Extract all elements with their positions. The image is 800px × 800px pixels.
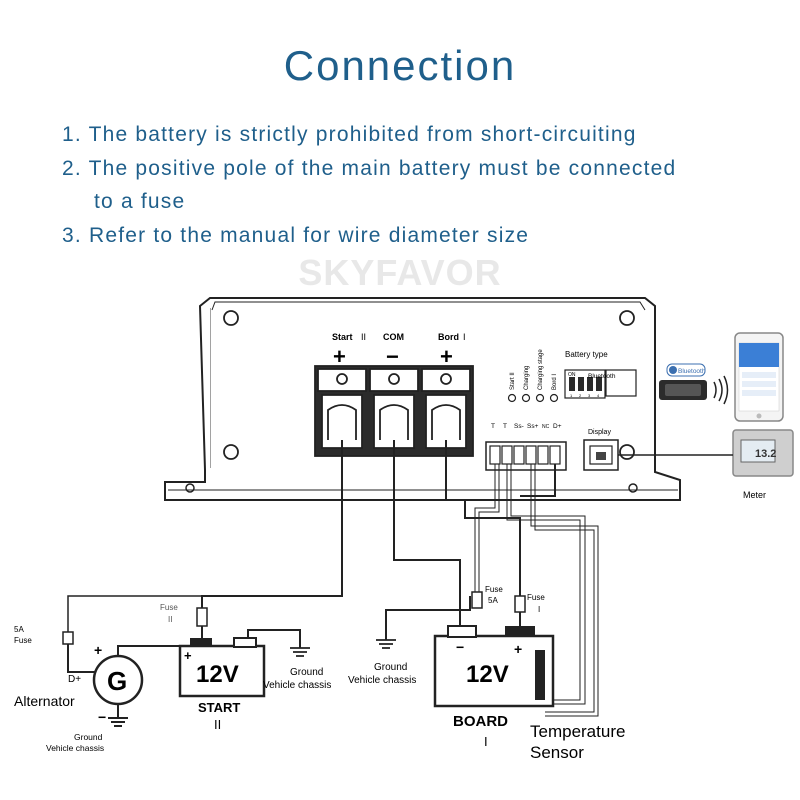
temperature-sensor-probe — [535, 650, 545, 700]
screw-icon — [223, 310, 239, 326]
note-2-continued: to a fuse — [94, 190, 186, 213]
svg-text:−: − — [456, 639, 464, 655]
led-charging-stage-label: Charging stage — [538, 349, 544, 390]
heatsink-fins — [205, 308, 215, 468]
led-start-label: Start II — [510, 372, 516, 390]
ground-symbol — [290, 647, 310, 657]
display-port-label: Display — [588, 429, 611, 436]
svg-text:NC: NC — [542, 424, 550, 430]
board-battery-numeral: I — [484, 734, 488, 749]
fuse-5a — [471, 591, 483, 609]
svg-text:Ss-: Ss- — [514, 423, 524, 430]
wires — [67, 440, 556, 673]
status-leds: Start II Charging Charging stage Bord I — [507, 349, 559, 403]
terminal-com-label: COM — [383, 332, 404, 342]
wireless-signal-icon — [713, 375, 729, 405]
led-charging-label: Charging — [524, 366, 530, 390]
fuse-alternator-label: 5A — [14, 625, 24, 634]
note-1: 1. The battery is strictly prohibited fr… — [62, 123, 637, 146]
svg-text:D+: D+ — [553, 423, 562, 430]
terminal-bord-label: Bord — [438, 332, 459, 342]
svg-text:2: 2 — [579, 393, 582, 398]
start-battery-voltage: 12V — [196, 661, 239, 688]
sensor-harness — [474, 464, 599, 717]
svg-text:4: 4 — [597, 393, 600, 398]
fuse-alternator — [62, 631, 74, 645]
screw-icon — [619, 310, 635, 326]
dip-on-label: ON — [568, 372, 576, 378]
bluetooth-module: Bluetooth — [659, 363, 729, 405]
start-battery-numeral: II — [214, 717, 221, 732]
meter: 13.2 Meter — [732, 429, 794, 500]
fuse-board — [514, 595, 526, 613]
terminal-start-label: Start — [332, 332, 353, 342]
board-ground-label: Ground — [374, 662, 407, 673]
fuse-start — [196, 607, 208, 627]
board-battery-voltage: 12V — [466, 661, 509, 688]
svg-text:T: T — [491, 423, 495, 430]
temperature-sensor-label: Temperature — [530, 722, 625, 741]
alternator-symbol: G — [107, 666, 127, 696]
svg-text:+: + — [94, 642, 102, 658]
meter-label: Meter — [743, 490, 766, 500]
svg-text:−: − — [98, 709, 106, 725]
fuse-board-numeral: I — [538, 605, 540, 614]
start-battery: 12V + START II — [178, 637, 266, 732]
fuses — [62, 591, 526, 645]
board-battery: − + 12V BOARD I — [433, 625, 555, 749]
board-ground-label-2: Vehicle chassis — [348, 675, 416, 686]
battery-type-label: Battery type — [565, 350, 608, 359]
fuse-5a-value: 5A — [488, 596, 498, 605]
fuse-start-label: Fuse — [160, 603, 178, 612]
bluetooth-icon — [669, 366, 677, 374]
start-ground-label: Ground — [290, 667, 323, 678]
alternator-dplus: D+ — [68, 674, 81, 685]
bluetooth-port-label: Bluetooth — [588, 373, 616, 380]
screw-icon — [619, 444, 635, 460]
alternator-label: Alternator — [14, 693, 75, 709]
watermark: SKYFAVOR — [298, 252, 502, 293]
fuse-5a-label: Fuse — [485, 585, 503, 594]
fuse-board-label: Fuse — [527, 593, 545, 602]
terminal-bord-numeral: I — [463, 332, 466, 342]
smartphone — [734, 332, 784, 422]
bluetooth-badge: Bluetooth — [678, 368, 706, 375]
terminal-strip-labels: T T Ss- Ss+ NC D+ — [491, 423, 562, 430]
bluetooth-port — [605, 369, 637, 397]
led-bord-label: Bord I — [552, 374, 558, 390]
note-2: 2. The positive pole of the main battery… — [62, 157, 677, 180]
terminal-strip — [485, 441, 567, 471]
alternator-ground-label-2: Vehicle chassis — [46, 743, 104, 753]
alternator-ground-label: Ground — [74, 732, 103, 742]
start-battery-name: START — [198, 700, 240, 715]
temperature-sensor-label-2: Sensor — [530, 743, 584, 762]
svg-text:1: 1 — [570, 393, 573, 398]
dip-switch: ON 1 2 3 4 — [564, 369, 606, 399]
board-battery-name: BOARD — [453, 713, 508, 730]
screw-icon — [223, 444, 239, 460]
terminal-bord-sign: + — [440, 344, 453, 369]
ground-symbol — [108, 704, 128, 727]
svg-text:+: + — [514, 641, 522, 657]
alternator: G + − D+ — [68, 642, 144, 727]
svg-text:T: T — [503, 423, 507, 430]
page-title: Connection — [283, 42, 517, 89]
terminal-start-numeral: II — [361, 332, 366, 342]
start-ground-label-2: Vehicle chassis — [263, 680, 331, 691]
terminal-start-sign: + — [333, 344, 346, 369]
ground-symbol — [376, 639, 396, 649]
svg-text:3: 3 — [588, 393, 591, 398]
fuse-alternator-label-2: Fuse — [14, 636, 32, 645]
svg-text:+: + — [184, 648, 192, 663]
svg-text:Ss+: Ss+ — [527, 423, 539, 430]
meter-reading: 13.2 — [755, 448, 776, 460]
note-3: 3. Refer to the manual for wire diameter… — [62, 224, 530, 247]
display-port — [583, 439, 619, 471]
fuse-start-numeral: II — [168, 615, 172, 624]
terminal-com-sign: − — [386, 344, 399, 369]
